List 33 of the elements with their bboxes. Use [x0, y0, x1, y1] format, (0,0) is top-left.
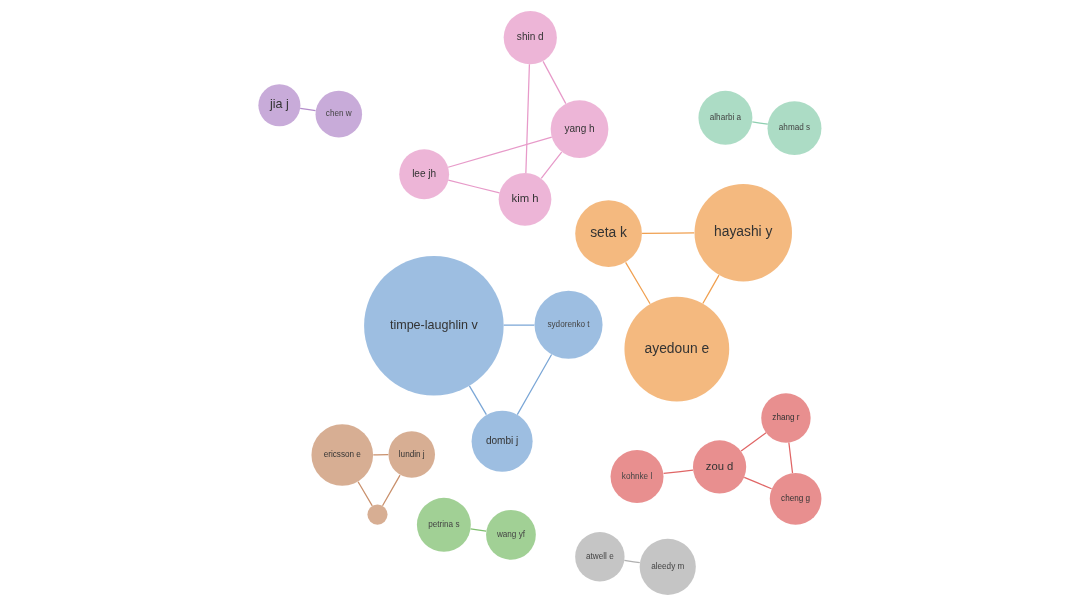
- node-circle: seta k: [574, 200, 642, 267]
- node-circle: dombi j: [471, 410, 533, 472]
- connector: [624, 261, 651, 305]
- node-circle: zou d: [692, 440, 746, 494]
- connector: [751, 121, 768, 125]
- connector: [524, 63, 530, 174]
- node-circle: hayashi y: [694, 183, 792, 282]
- connector: [740, 432, 767, 452]
- connector: [701, 274, 720, 305]
- node-circle: ayedoun e: [623, 296, 729, 402]
- connector: [787, 441, 793, 474]
- connector: [468, 385, 487, 416]
- connector: [662, 469, 694, 475]
- connector: [623, 559, 640, 564]
- connector: [357, 481, 373, 507]
- connector: [743, 476, 772, 490]
- connector: [447, 179, 500, 194]
- node-circle: kim h: [498, 172, 551, 226]
- connector: [540, 151, 562, 180]
- connector: [640, 232, 695, 234]
- connector: [469, 528, 487, 532]
- node-circle: [366, 504, 388, 525]
- connector: [299, 107, 316, 112]
- connector: [447, 136, 552, 168]
- node-circle: timpe-laughlin v: [363, 255, 504, 396]
- node-circle: lee jh: [398, 149, 449, 200]
- connector: [381, 474, 401, 507]
- node-circle: yang h: [550, 100, 608, 158]
- node-circle: shin d: [503, 11, 557, 65]
- node-circle: jia j: [257, 84, 300, 127]
- connector: [502, 324, 535, 326]
- connector: [541, 60, 566, 105]
- connector: [516, 353, 552, 416]
